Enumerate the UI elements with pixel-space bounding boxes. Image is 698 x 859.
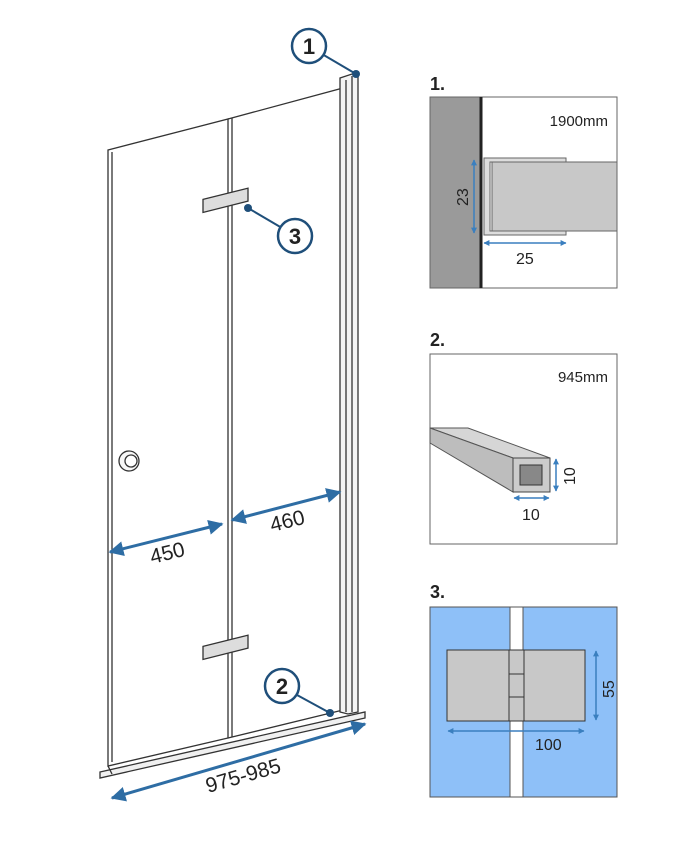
svg-text:3.: 3. bbox=[430, 582, 445, 602]
svg-text:100: 100 bbox=[535, 737, 562, 754]
door-drawing bbox=[99, 73, 366, 779]
top-hinge bbox=[202, 187, 249, 214]
svg-text:1.: 1. bbox=[430, 74, 445, 94]
svg-text:25: 25 bbox=[516, 251, 534, 268]
main-dimensions bbox=[108, 488, 367, 802]
callout-1: 1 bbox=[290, 27, 360, 78]
svg-text:2: 2 bbox=[276, 674, 288, 699]
detail-3-hinge: 3. 55 100 bbox=[429, 582, 618, 798]
svg-text:1900mm: 1900mm bbox=[550, 113, 608, 130]
svg-text:2.: 2. bbox=[430, 330, 445, 350]
callout-2: 2 bbox=[263, 667, 334, 717]
callout-3: 3 bbox=[244, 204, 314, 255]
svg-text:3: 3 bbox=[289, 224, 301, 249]
svg-text:55: 55 bbox=[601, 680, 618, 698]
left-panel bbox=[107, 118, 229, 767]
detail-1-wall-profile: 1. 1900mm 23 25 bbox=[429, 74, 618, 289]
wall-profile bbox=[339, 73, 359, 715]
svg-text:23: 23 bbox=[455, 188, 472, 206]
svg-text:945mm: 945mm bbox=[558, 369, 608, 386]
svg-text:10: 10 bbox=[562, 467, 579, 485]
svg-text:10: 10 bbox=[522, 507, 540, 524]
detail-2-bottom-profile: 2. 945mm 10 10 bbox=[429, 330, 618, 545]
glass-section bbox=[491, 161, 618, 232]
bottom-hinge bbox=[202, 634, 249, 661]
svg-text:1: 1 bbox=[303, 34, 315, 59]
dim-left-panel: 450 bbox=[148, 538, 188, 569]
